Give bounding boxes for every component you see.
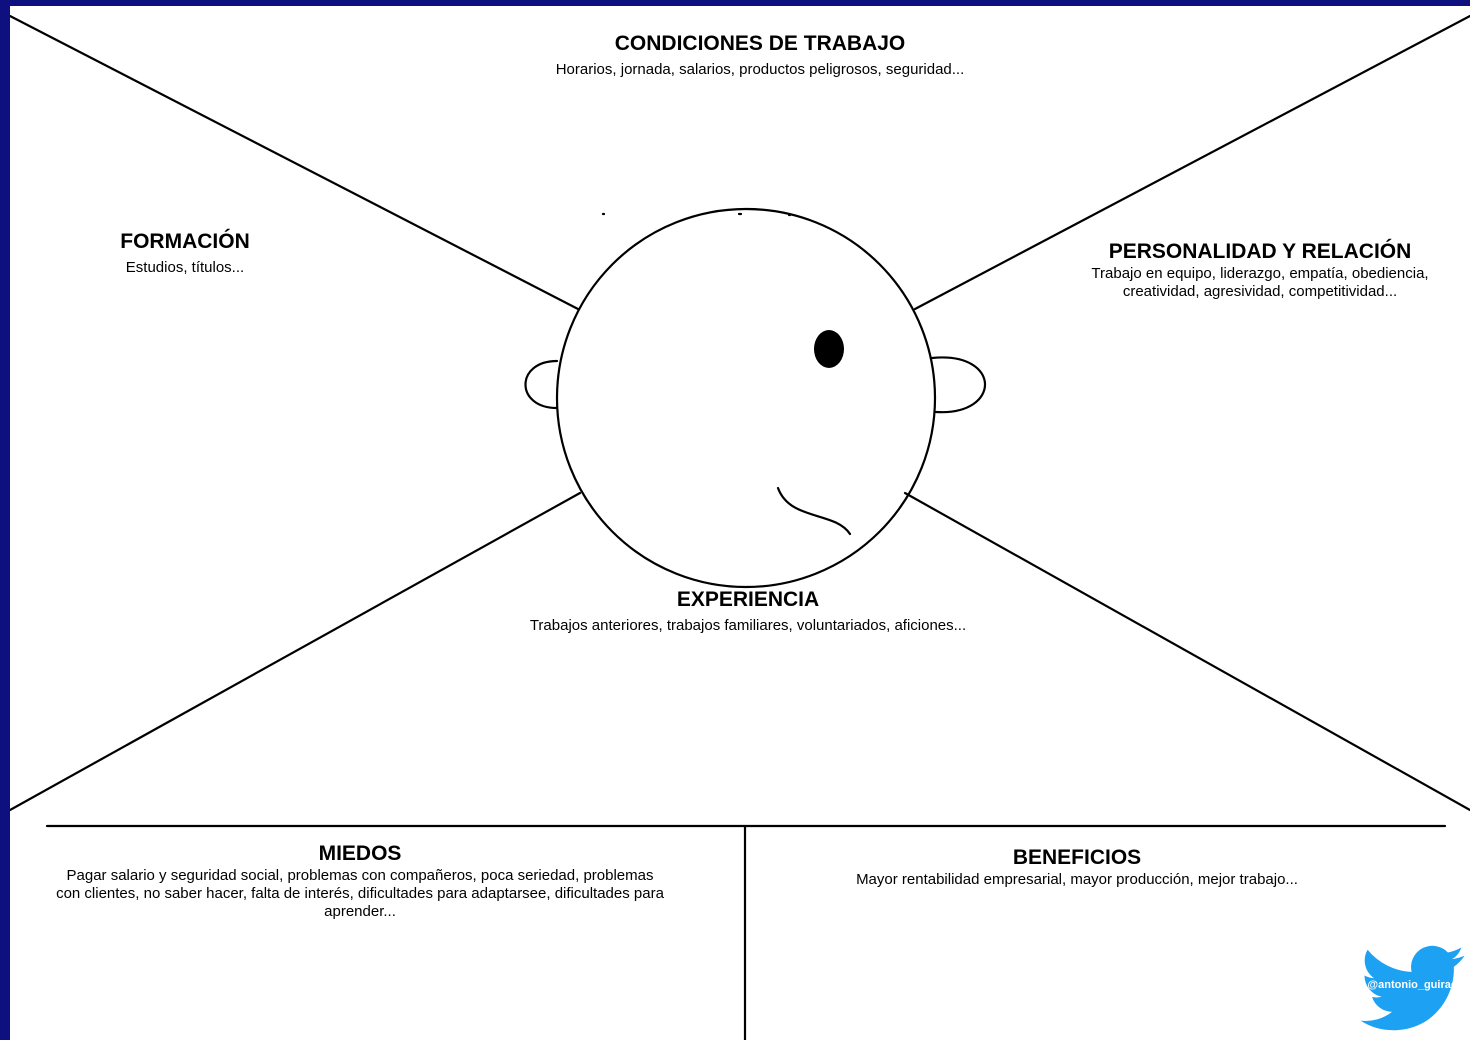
diagonal-bottom-right [903,491,1470,812]
diagram-lines [10,14,1470,1040]
section-description: Horarios, jornada, salarios, productos p… [555,61,965,78]
section-title: EXPERIENCIA [676,588,820,611]
section-miedos: MIEDOS Pagar salario y seguridad social,… [55,841,665,921]
diagonal-top-right [913,14,1470,311]
eye [814,330,844,368]
twitter-handle: @antonio_guirao [1367,979,1458,991]
section-description: Estudios, títulos... [125,259,245,276]
head-circle [555,207,937,589]
right-ear [930,356,986,414]
section-description: Trabajos anteriores, trabajos familiares… [529,617,967,634]
empathy-map-canvas: CONDICIONES DE TRABAJO Horarios, jornada… [10,6,1470,1040]
diagonal-top-left [10,14,580,311]
mouth [776,486,852,536]
section-title: PERSONALIDAD Y RELACIÓN [1108,240,1412,263]
section-title: CONDICIONES DE TRABAJO [614,32,906,55]
section-description: Mayor rentabilidad empresarial, mayor pr… [856,871,1298,888]
left-ear [524,359,559,410]
section-personalidad: PERSONALIDAD Y RELACIÓN Trabajo en equip… [1060,239,1460,301]
section-formacion: FORMACIÓN Estudios, títulos... [70,229,300,277]
section-experiencia: EXPERIENCIA Trabajos anteriores, trabajo… [448,587,1048,635]
section-title: BENEFICIOS [1012,846,1142,869]
section-description: Pagar salario y seguridad social, proble… [56,867,664,920]
section-title: MIEDOS [318,842,402,865]
twitter-bird-icon [1360,945,1465,1031]
section-condiciones: CONDICIONES DE TRABAJO Horarios, jornada… [500,31,1020,79]
diagonal-bottom-left [10,491,582,812]
section-beneficios: BENEFICIOS Mayor rentabilidad empresaria… [787,845,1367,889]
section-title: FORMACIÓN [120,230,250,253]
section-description: Trabajo en equipo, liderazgo, empatía, o… [1091,265,1429,300]
